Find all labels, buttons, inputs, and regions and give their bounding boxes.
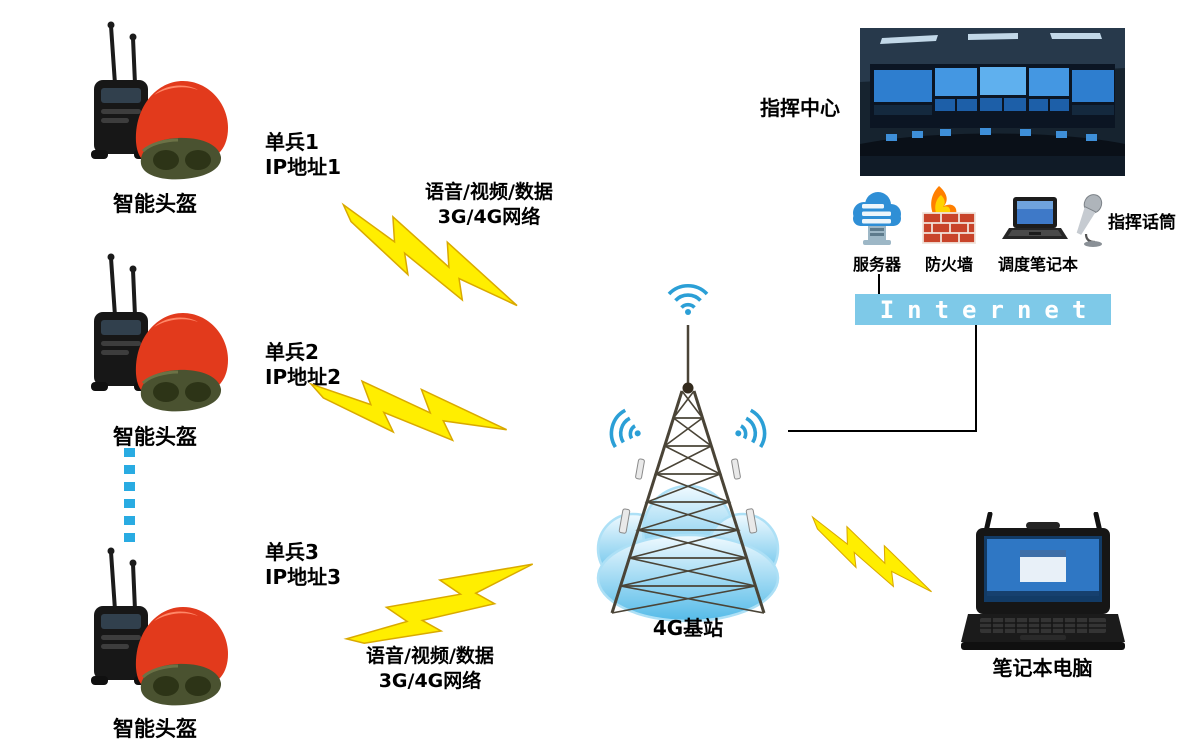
- smart-helmet-icon: [89, 20, 230, 182]
- link-network-line: 3G/4G网络: [437, 206, 541, 228]
- continuation-dots: [124, 448, 135, 548]
- wifi-icon: [728, 406, 771, 455]
- soldier-ip: IP地址1: [265, 155, 342, 179]
- dispatch-laptop-label: 调度笔记本: [997, 255, 1078, 274]
- link-media-line: 语音/视频/数据: [425, 181, 553, 203]
- link-media-line: 语音/视频/数据: [366, 645, 494, 667]
- wifi-icon: [667, 283, 709, 317]
- server-label: 服务器: [852, 255, 901, 274]
- microphone-label: 指挥话筒: [1108, 213, 1176, 233]
- field-laptop-icon: [961, 512, 1125, 650]
- helmet-label-1: 智能头盔: [113, 192, 197, 216]
- soldier-name: 单兵1: [265, 130, 319, 154]
- internet-bar: Internet: [855, 294, 1111, 325]
- smart-helmet-unit-2: [80, 252, 230, 418]
- soldier-label-1: 单兵1 IP地址1: [265, 130, 341, 180]
- field-laptop-label: 笔记本电脑: [992, 656, 1093, 680]
- smart-helmet-unit-3: [80, 546, 230, 712]
- soldier-label-2: 单兵2 IP地址2: [265, 340, 341, 390]
- soldier-ip: IP地址2: [265, 365, 342, 389]
- command-center: [860, 28, 1125, 176]
- connector-internet-basestation: [788, 430, 977, 432]
- antenna-panels: [618, 458, 758, 534]
- wifi-icon: [605, 406, 648, 455]
- command-center-photo: [860, 28, 1125, 176]
- command-center-label: 指挥中心: [760, 96, 840, 120]
- field-laptop: [960, 512, 1125, 652]
- link-network-line: 3G/4G网络: [378, 670, 482, 692]
- base-station-label: 4G基站: [652, 616, 724, 640]
- smart-helmet-unit-1: [80, 20, 230, 186]
- connector-server-internet: [878, 274, 880, 294]
- soldier-name: 单兵2: [265, 340, 319, 364]
- network-link-label-top: 语音/视频/数据 3G/4G网络: [404, 180, 574, 230]
- smart-helmet-icon: [89, 252, 230, 414]
- internet-label: Internet: [879, 295, 1100, 324]
- network-link-label-bottom: 语音/视频/数据 3G/4G网络: [345, 644, 515, 694]
- soldier-ip: IP地址3: [265, 565, 342, 589]
- server-device: [851, 190, 903, 248]
- firewall-icon: [922, 186, 976, 244]
- helmet-label-3: 智能头盔: [113, 717, 197, 741]
- lattice-tower: [610, 325, 766, 614]
- soldier-label-3: 单兵3 IP地址3: [265, 540, 341, 590]
- connector-internet-vertical: [975, 325, 977, 432]
- dispatch-laptop-device: [1002, 196, 1068, 242]
- microphone-device: [1074, 194, 1104, 248]
- dispatch-laptop-icon: [1002, 197, 1068, 239]
- server-icon: [853, 192, 901, 245]
- lightning-bolt-2: [305, 373, 512, 449]
- soldier-name: 单兵3: [265, 540, 319, 564]
- lightning-bolt-4: [800, 510, 941, 604]
- firewall-device: [922, 186, 976, 244]
- smart-helmet-icon: [89, 546, 230, 708]
- base-station-tower-icon: [596, 283, 780, 623]
- firewall-label: 防火墙: [924, 255, 973, 274]
- cloud-icon: [596, 484, 780, 623]
- microphone-icon: [1076, 194, 1103, 247]
- helmet-label-2: 智能头盔: [113, 425, 197, 449]
- base-station: [593, 283, 783, 628]
